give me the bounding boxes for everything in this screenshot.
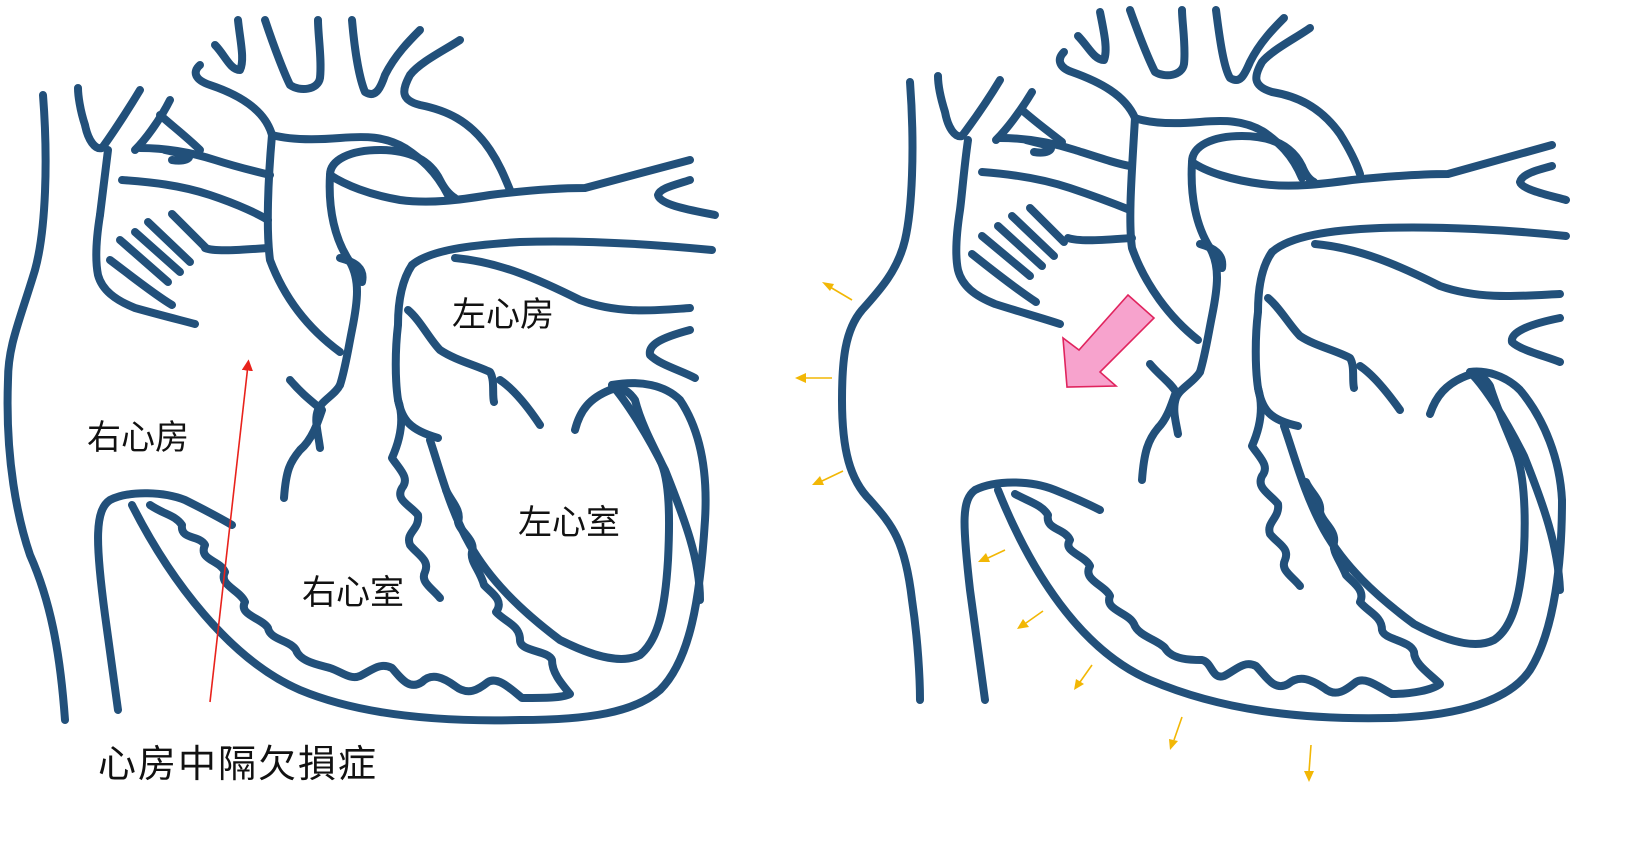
label-left-atrium: 左心房	[452, 295, 554, 335]
small-arrow-icon	[1304, 744, 1314, 782]
caption-text: 心房中隔欠損症	[98, 742, 378, 786]
label-left-ventricle: 左心室	[518, 503, 620, 543]
label-right-ventricle: 右心室	[302, 573, 404, 613]
small-arrow-icon	[1169, 716, 1183, 750]
small-arrow-icon	[1074, 664, 1093, 690]
small-arrow-icon	[812, 470, 844, 485]
small-arrow-icon	[822, 282, 853, 301]
enlargement-arrows	[795, 282, 1314, 782]
shunt-arrow-icon	[1062, 293, 1156, 388]
heart-right-diagram	[838, 6, 1570, 723]
heart-left-diagram	[3, 16, 719, 725]
septal-defect-arrow	[209, 359, 253, 703]
small-arrow-icon	[978, 549, 1006, 562]
small-arrow-icon	[795, 373, 832, 383]
label-right-atrium: 右心房	[87, 418, 189, 458]
small-arrow-icon	[1017, 610, 1044, 629]
